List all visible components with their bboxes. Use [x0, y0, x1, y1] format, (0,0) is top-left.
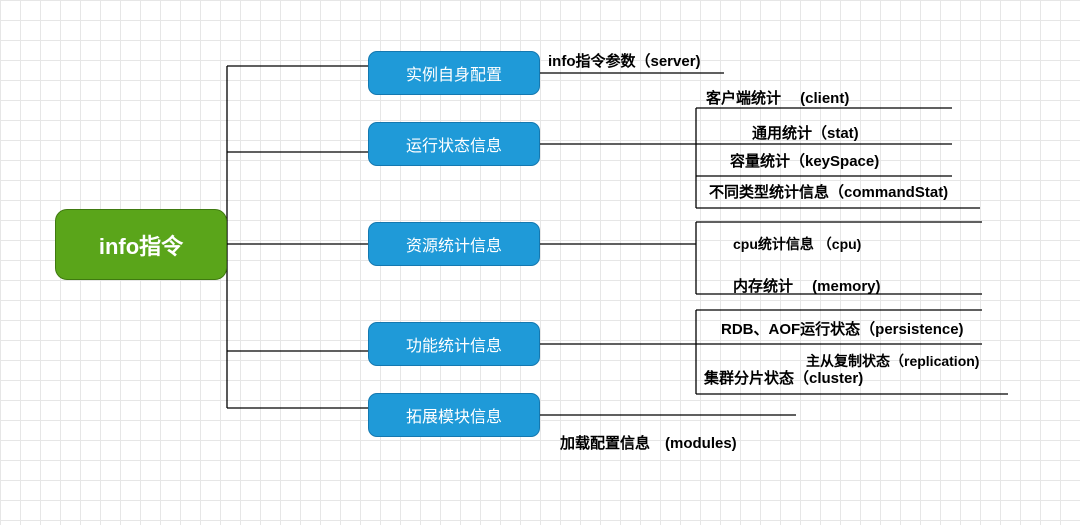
leaf-cpu: cpu统计信息 （cpu) — [733, 236, 862, 252]
category-feature-stats: 功能统计信息 — [368, 322, 540, 366]
leaf-client: 客户端统计 (client) — [706, 90, 850, 107]
leaf-server: info指令参数（server) — [548, 53, 701, 70]
leaf-replication: 主从复制状态（replication) — [806, 353, 980, 369]
leaf-persistence: RDB、AOF运行状态（persistence) — [721, 321, 964, 338]
leaf-stat: 通用统计（stat) — [752, 125, 859, 142]
root-node: info指令 — [55, 209, 227, 280]
leaf-modules: 加载配置信息 (modules) — [560, 435, 737, 452]
leaf-memory: 内存统计 (memory) — [733, 278, 881, 295]
category-runtime-status: 运行状态信息 — [368, 122, 540, 166]
category-resource-stats: 资源统计信息 — [368, 222, 540, 266]
leaf-commandstat: 不同类型统计信息（commandStat) — [709, 184, 949, 201]
leaf-cluster: 集群分片状态（cluster) — [704, 370, 864, 387]
leaf-keyspace: 容量统计（keySpace) — [730, 153, 880, 170]
category-extension-modules: 拓展模块信息 — [368, 393, 540, 437]
category-instance-config: 实例自身配置 — [368, 51, 540, 95]
